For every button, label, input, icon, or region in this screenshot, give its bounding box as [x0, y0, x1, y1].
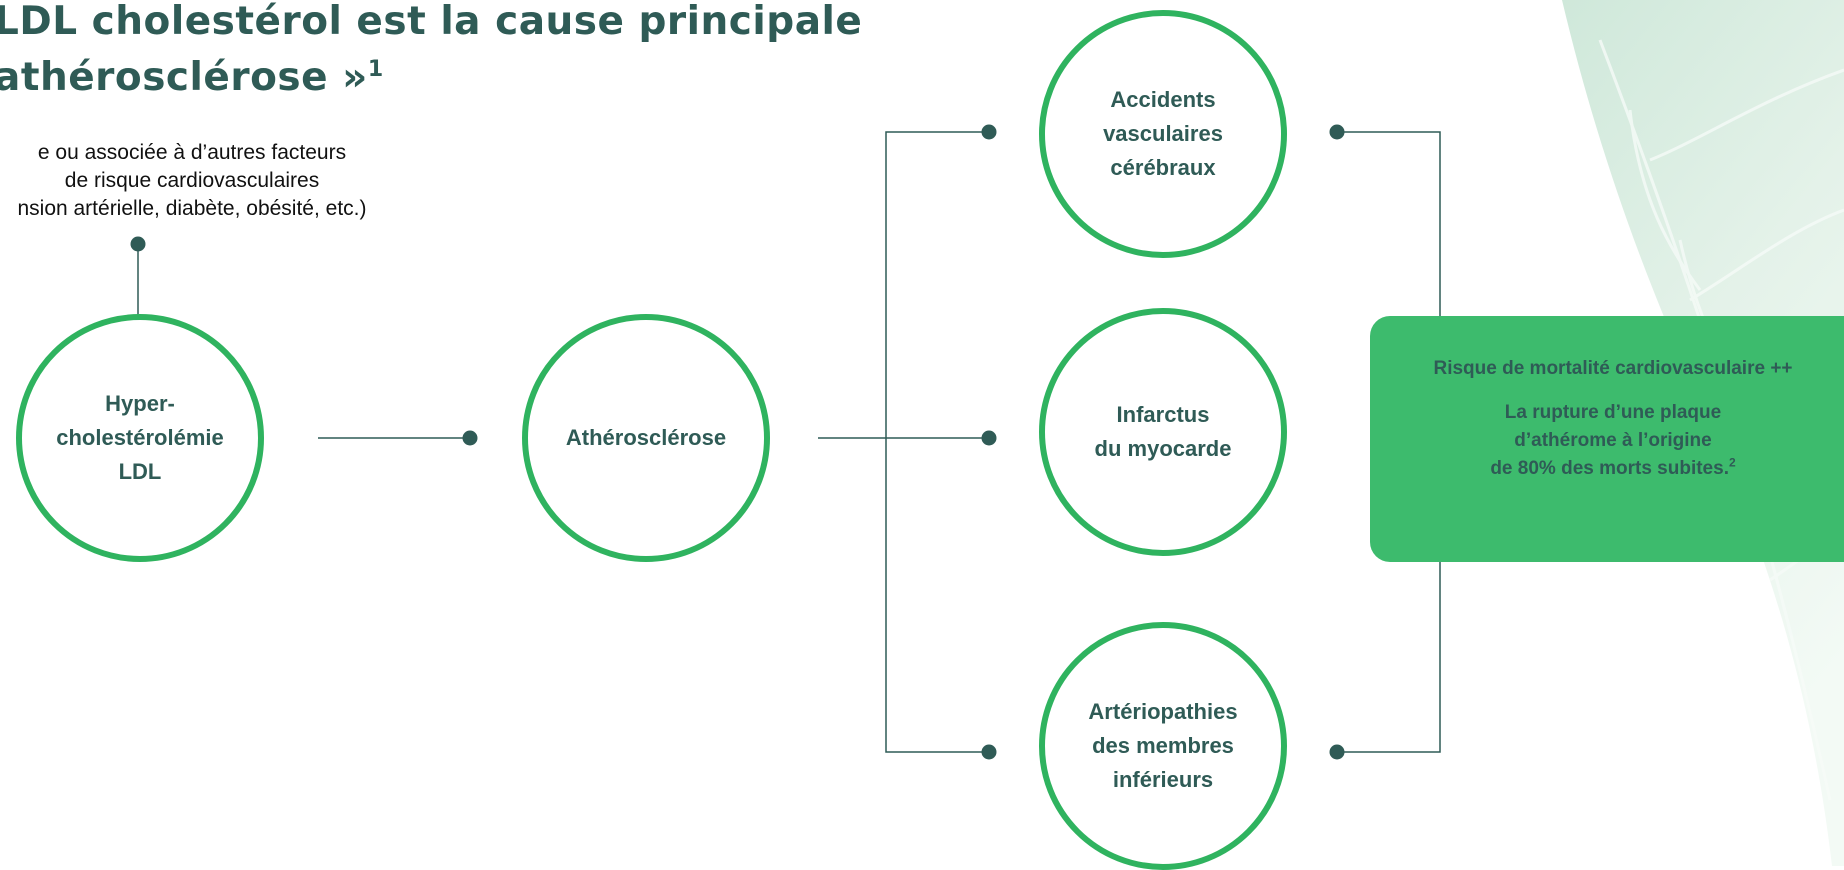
node-peripheral-arteriopathy: Artériopathies des membres inférieurs — [1039, 622, 1287, 870]
connector-dot-icon — [981, 744, 997, 760]
connector-dot-icon — [1329, 744, 1345, 760]
mortality-risk-heading: Risque de mortalité cardiovasculaire ++ — [1433, 358, 1793, 379]
node-atherosclerosis: Athérosclérose — [522, 314, 770, 562]
risk-line-3: de 80% des morts subites. — [1490, 458, 1729, 479]
mortality-risk-text: La rupture d’une plaque d’athérome à l’o… — [1416, 399, 1810, 483]
note-line-1: e ou associée à d’autres facteurs — [37, 141, 347, 164]
diagram-title: LDL cholestérol est la cause principale … — [0, 0, 862, 106]
node-myocardial-infarction: Infarctus du myocarde — [1039, 308, 1287, 556]
note-line-2: de risque cardiovasculaires — [64, 169, 320, 192]
node-myocardial-infarction-label: Infarctus du myocarde — [1094, 402, 1232, 461]
connector-dot-icon — [981, 124, 997, 140]
node-stroke-label: Accidents vasculaires cérébraux — [1103, 87, 1223, 180]
title-reference: 1 — [367, 57, 384, 82]
node-atherosclerosis-label: Athérosclérose — [565, 425, 727, 450]
node-hypercholesterolemia: Hyper- cholestérolémie LDL — [16, 314, 264, 562]
node-hypercholesterolemia-label: Hyper- cholestérolémie LDL — [56, 391, 224, 484]
mortality-risk-box — [1370, 316, 1844, 562]
risk-line-2: d’athérome à l’origine — [1514, 430, 1712, 451]
title-line-2: athérosclérose » — [0, 55, 368, 100]
risk-factors-note: e ou associée à d’autres facteurs de ris… — [0, 139, 392, 223]
node-peripheral-arteriopathy-label: Artériopathies des membres inférieurs — [1088, 699, 1238, 792]
note-line-3: nsion artérielle, diabète, obésité, etc.… — [17, 197, 367, 220]
connector-dot-icon — [462, 430, 478, 446]
title-line-1: LDL cholestérol est la cause principale — [0, 0, 863, 44]
risk-line-1: La rupture d’une plaque — [1504, 402, 1722, 423]
connector-dot-icon — [981, 430, 997, 446]
risk-reference: 2 — [1728, 455, 1736, 470]
connector-dot-icon — [130, 236, 146, 252]
connector-dot-icon — [1329, 124, 1345, 140]
node-stroke: Accidents vasculaires cérébraux — [1039, 10, 1287, 258]
